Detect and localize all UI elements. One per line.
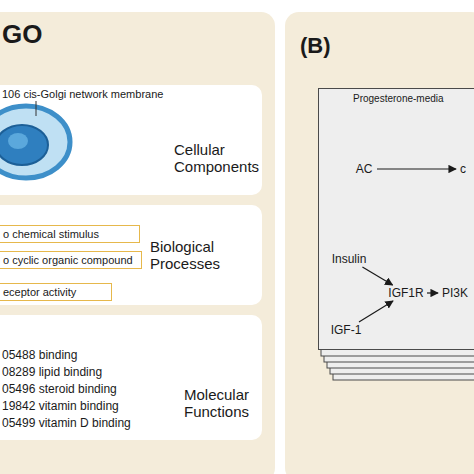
pathway-panel: (B) Progesterone-mediaAC cInsulinIGF1R PI3K… — [285, 12, 474, 474]
node-text: 05499 vitamin D binding — [2, 417, 172, 431]
cell-nucleus — [0, 125, 48, 165]
callout-label: 106 cis-Golgi network membrane — [2, 88, 163, 100]
molecule-label: AC — [351, 161, 377, 177]
term-box: eceptor activity — [0, 283, 112, 301]
category-card: 05488 binding 08289 lipid binding 05496 st… — [0, 315, 262, 440]
node-text: Biological Processes — [150, 238, 230, 273]
node-text: GO — [2, 20, 72, 50]
term-box: o cyclic organic compound — [0, 251, 142, 269]
leader-line — [36, 101, 37, 116]
node-text: IGF-1 — [331, 323, 362, 337]
node-text: eceptor activity — [3, 286, 76, 298]
molecule-label: PI3K — [438, 285, 472, 301]
node-text: AC — [356, 162, 373, 176]
category-card: Biological Processes o chemical stimulus o… — [0, 205, 262, 305]
cell-nucleolus — [8, 133, 28, 149]
node-text: Progesterone-media — [353, 93, 473, 105]
go-panel: GO Cellular ComponentsBiological Processe… — [0, 12, 275, 474]
molecule-label: c — [456, 161, 470, 177]
molecule-label: IGF-1 — [327, 322, 365, 338]
node-text: PI3K — [442, 286, 468, 300]
node-text: 08289 lipid binding — [2, 366, 172, 380]
node-text: 05496 steroid binding — [2, 383, 172, 397]
node-text: IGF1R — [388, 286, 423, 300]
node-text: Molecular Functions — [184, 386, 262, 421]
node-text: (B) — [300, 33, 350, 58]
node-text: Cellular Components — [174, 141, 264, 176]
node-text: o chemical stimulus — [3, 228, 99, 240]
pathway-sheet: Progesterone-mediaAC cInsulinIGF1R PI3K IGF… — [318, 88, 474, 350]
term-box: o chemical stimulus — [0, 225, 140, 243]
molecule-label: IGF1R — [385, 285, 427, 301]
node-text: 19842 vitamin binding — [2, 400, 172, 414]
cell-membrane — [0, 106, 70, 178]
node-text: Insulin — [332, 252, 367, 266]
node-text: o cyclic organic compound — [3, 254, 133, 266]
molecule-label: Insulin — [326, 251, 372, 267]
node-text: 05488 binding — [2, 349, 172, 363]
node-text: c — [460, 162, 466, 176]
